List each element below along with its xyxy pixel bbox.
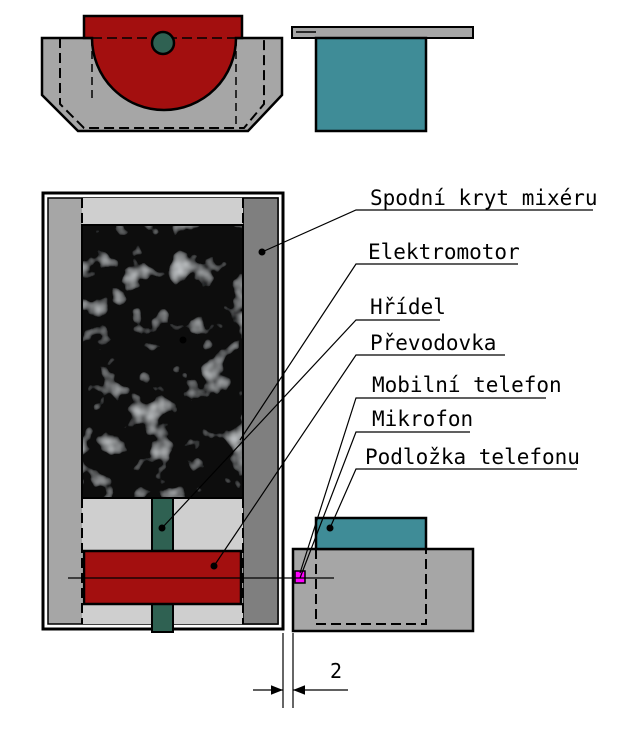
top-view-gearbox <box>82 14 244 128</box>
label-mikrofon: Mikrofon <box>372 407 473 431</box>
electric-motor <box>81 224 244 499</box>
label-podlozka: Podložka telefonu <box>365 445 580 469</box>
mobile-phone <box>314 516 428 551</box>
leader-lines <box>161 209 593 579</box>
top-view-shaft <box>150 30 176 56</box>
leader-dots <box>158 248 334 570</box>
gap-dimension-value: 2 <box>330 659 342 683</box>
phone-pad <box>291 547 475 633</box>
label-spodni-kryt: Spodní kryt mixéru <box>370 186 598 210</box>
gap-dimension: 2 <box>253 633 348 708</box>
label-mobilni-telefon: Mobilní telefon <box>372 373 562 397</box>
label-prevodovka: Převodovka <box>370 331 496 355</box>
label-hridel: Hřídel <box>370 295 446 319</box>
label-elektromotor: Elektromotor <box>368 240 520 264</box>
top-view-phone <box>291 26 474 133</box>
